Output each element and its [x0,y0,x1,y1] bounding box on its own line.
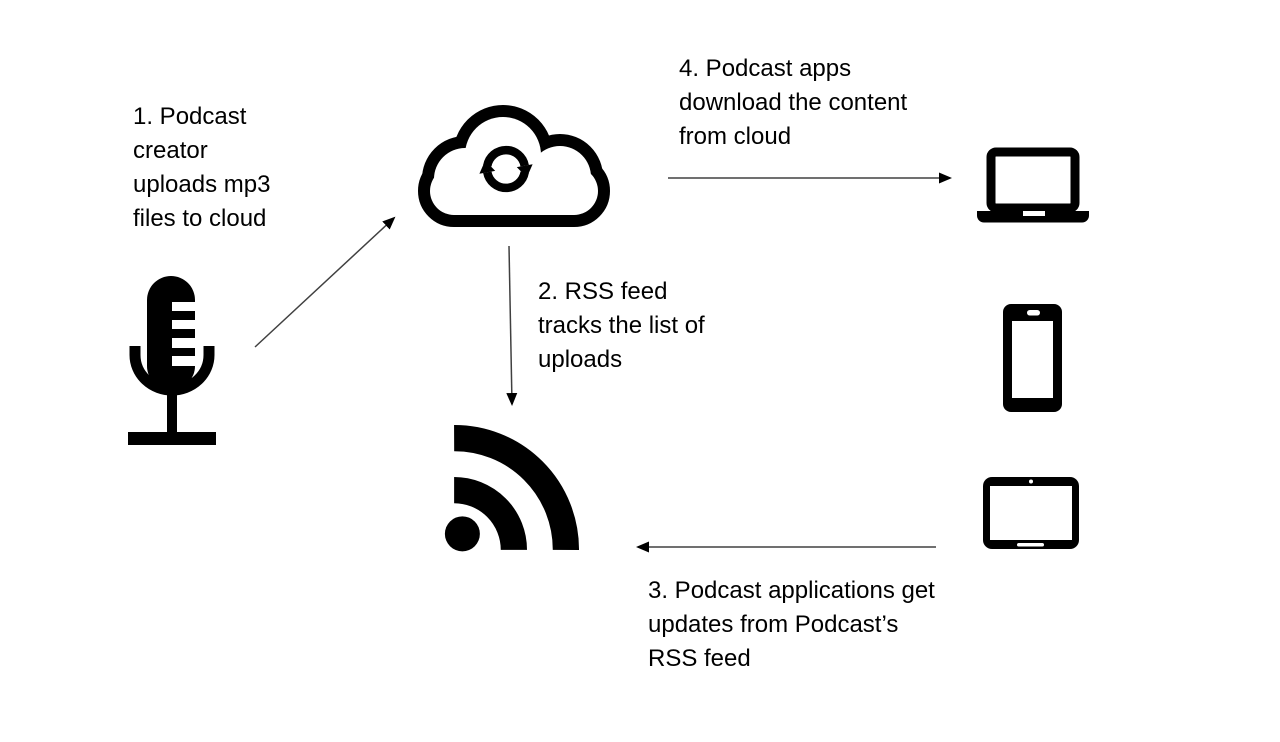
microphone-icon [128,276,216,445]
cloud-sync-icon [418,105,610,227]
rss-feed-icon [444,424,579,552]
smartphone-icon [1003,304,1062,412]
step-1-label: 1. Podcast creator uploads mp3 files to … [133,103,271,232]
arrow-mic-to-cloud [254,216,396,348]
step-2-label: 2. RSS feed tracks the list of uploads [538,278,705,373]
step-3-label: 3. Podcast applications get updates from… [648,577,935,672]
tablet-icon [983,477,1079,549]
arrow-cloud-to-rss [506,245,518,406]
sync-arrows-glyph [479,145,533,193]
step-4-label: 4. Podcast apps download the content fro… [679,55,908,150]
laptop-icon [977,147,1089,223]
